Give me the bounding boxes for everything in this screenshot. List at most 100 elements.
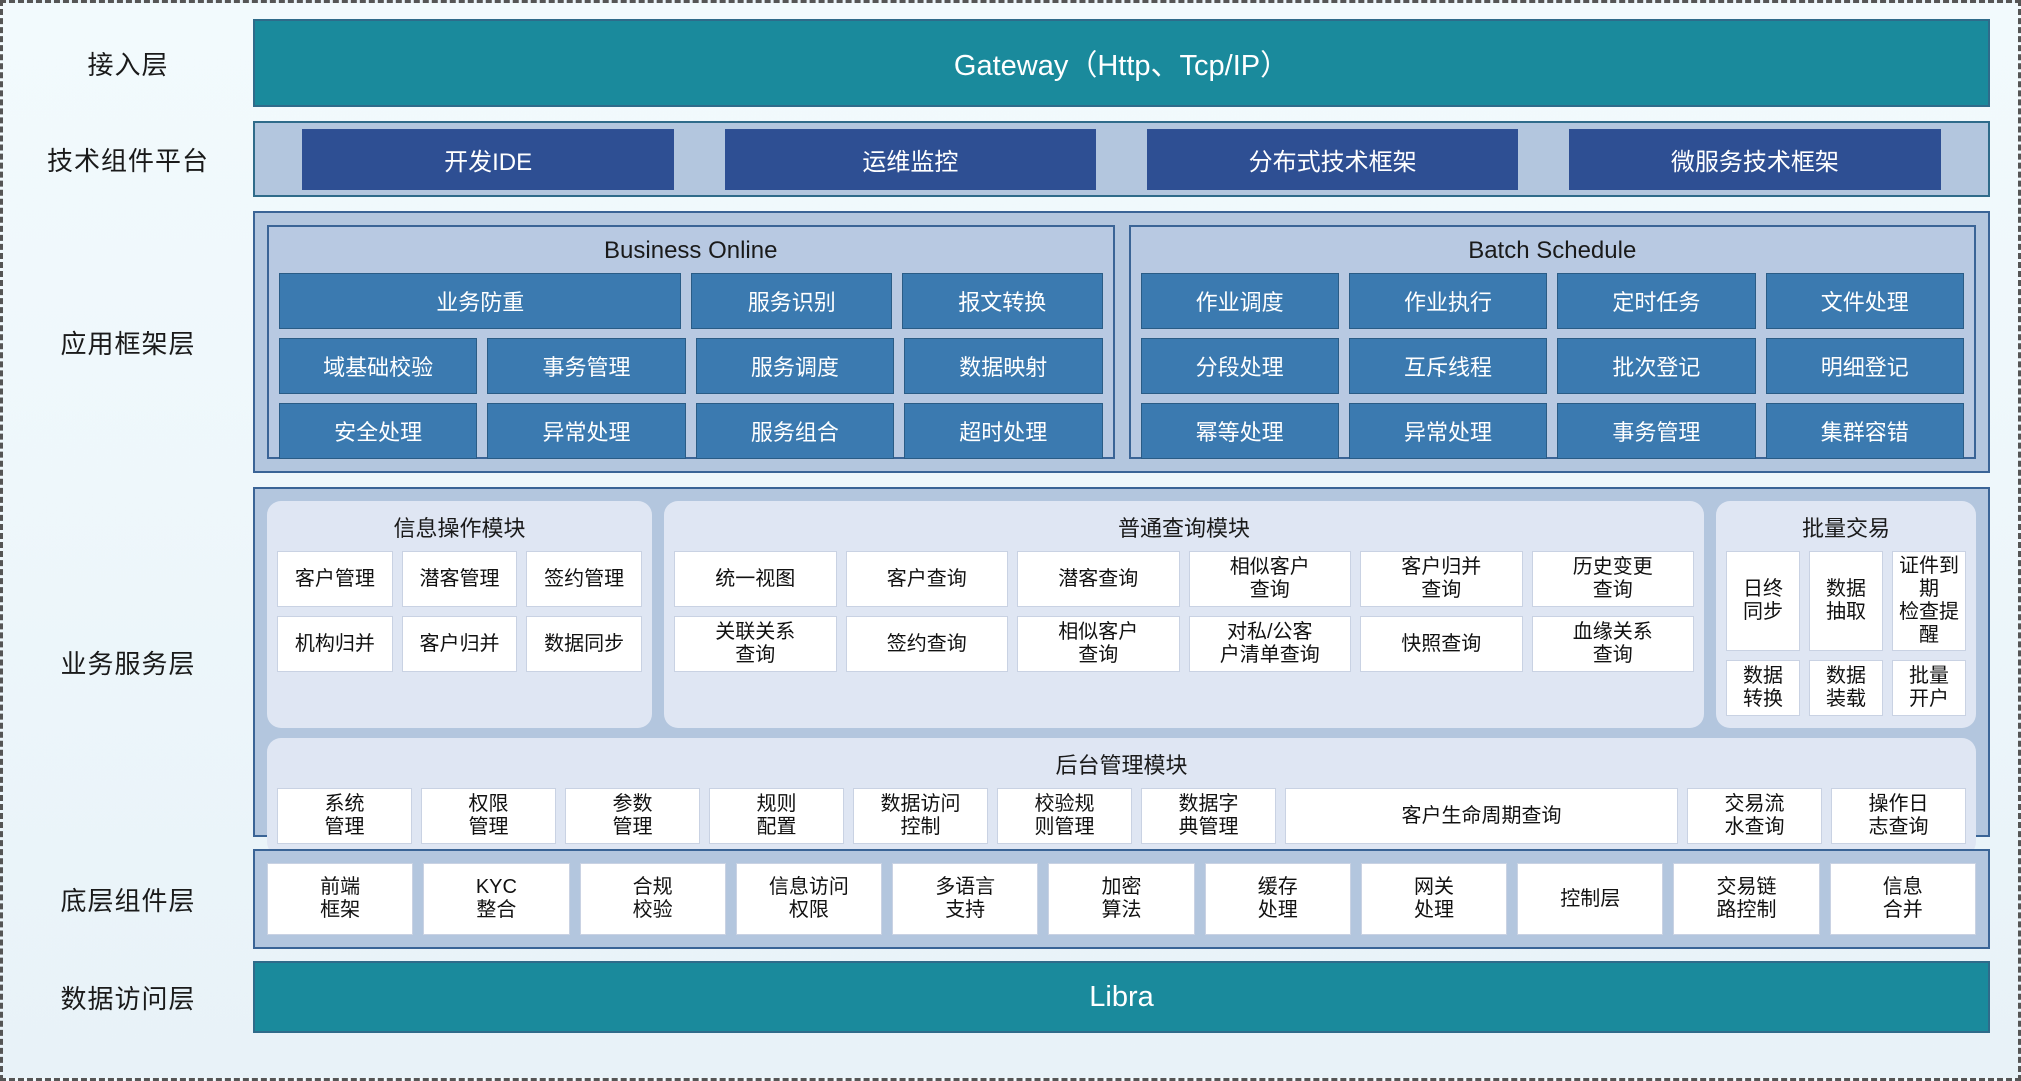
bs-cell-yichangchuli[interactable]: 异常处理 [1348, 403, 1548, 459]
cell-shujutongbu[interactable]: 数据同步 [526, 616, 643, 672]
cell-xinxihebing[interactable]: 信息合并 [1829, 863, 1976, 935]
cell-canshuguanli[interactable]: 参数管理 [565, 788, 700, 844]
cell-xueyuanguanxichaxun[interactable]: 血缘关系查询 [1531, 616, 1694, 672]
gateway-bar[interactable]: Gateway（Http、Tcp/IP） [253, 19, 1990, 107]
bo-cell-yichangchuli[interactable]: 异常处理 [487, 403, 686, 459]
cell-kehuchaxun[interactable]: 客户查询 [845, 551, 1008, 607]
tech-body: 开发IDE 运维监控 分布式技术框架 微服务技术框架 [253, 121, 2018, 197]
bo-cell-shiwuguanli[interactable]: 事务管理 [487, 338, 686, 394]
bs-row-3: 幂等处理 异常处理 事务管理 集群容错 [1140, 403, 1964, 459]
module-common-query: 普通查询模块 统一视图 客户查询 潜客查询 相似客户查询 客户归并查询 历史变更… [664, 501, 1704, 728]
tech-item-microservice[interactable]: 微服务技术框架 [1569, 128, 1941, 190]
layer-business-service: 业务服务层 信息操作模块 客户管理 潜客管理 签约管理 机构归并 [3, 487, 2018, 856]
cell-lishibiangengchaxun[interactable]: 历史变更查询 [1531, 551, 1694, 607]
layer-label-base-component: 底层组件层 [60, 885, 196, 916]
bo-cell-fuwuzuhe[interactable]: 服务组合 [695, 403, 895, 459]
cell-huancunchuli[interactable]: 缓存处理 [1204, 863, 1351, 935]
cell-caozuorizhichaxun[interactable]: 操作日志查询 [1831, 788, 1966, 844]
bo-row-1: 业务防重 服务识别 报文转换 [279, 273, 1103, 329]
query-row-2: 关联关系查询 签约查询 相似客户查询 对私/公客户清单查询 快照查询 血缘关系查… [674, 616, 1694, 672]
bs-cell-zuoyezhixing[interactable]: 作业执行 [1348, 273, 1548, 329]
cell-jiaoyiliushuichaxun[interactable]: 交易流水查询 [1687, 788, 1822, 844]
module-batch-transaction: 批量交易 日终同步 数据抽取 证件到期检查提醒 数据转换 数据装载 批量开户 [1716, 501, 1976, 728]
cell-tongyishitu[interactable]: 统一视图 [674, 551, 837, 607]
cell-qiankeguanli[interactable]: 潜客管理 [401, 551, 518, 607]
cell-kehuguibingchaxun[interactable]: 客户归并查询 [1360, 551, 1523, 607]
tech-item-distributed[interactable]: 分布式技术框架 [1146, 128, 1519, 190]
layer-data-access: 数据访问层 Libra [3, 961, 2018, 1033]
bo-cell-fuwushibie[interactable]: 服务识别 [691, 273, 892, 329]
module-admin: 后台管理模块 系统管理 权限管理 参数管理 规则配置 数据访问控制 校验规则管理… [267, 738, 1976, 856]
cell-duisigongkehuqingdanchaxun[interactable]: 对私/公客户清单查询 [1188, 616, 1351, 672]
cell-duoyuyanzhichi[interactable]: 多语言支持 [892, 863, 1039, 935]
module-title-info-operation: 信息操作模块 [393, 516, 526, 541]
cell-shujufangwenkongzhi[interactable]: 数据访问控制 [853, 788, 988, 844]
bo-cell-fuwudiaodu[interactable]: 服务调度 [695, 338, 895, 394]
cell-zhengjiandaoqijianchatixing[interactable]: 证件到期检查提醒 [1892, 551, 1966, 651]
cell-kehuguanli[interactable]: 客户管理 [277, 551, 393, 607]
cell-jiaoyilianlukongzhi[interactable]: 交易链路控制 [1673, 863, 1820, 935]
layer-app-framework: 应用框架层 Business Online 业务防重 服务识别 报文转换 域基础… [3, 211, 2018, 473]
cell-xinxifangwenquanxian[interactable]: 信息访问权限 [735, 863, 883, 935]
layer-label-data-access: 数据访问层 [60, 983, 196, 1014]
tech-item-ops[interactable]: 运维监控 [724, 128, 1097, 190]
cell-shujuzhuangzai[interactable]: 数据装载 [1809, 660, 1883, 716]
bs-cell-shiwuguanli[interactable]: 事务管理 [1557, 403, 1756, 459]
cell-qianyueguanli[interactable]: 签约管理 [526, 551, 643, 607]
cell-rizhongtongbu[interactable]: 日终同步 [1726, 551, 1800, 651]
layer-label-business-service: 业务服务层 [60, 648, 196, 679]
bs-cell-midengchuli[interactable]: 幂等处理 [1140, 403, 1339, 459]
app-framework-body: Business Online 业务防重 服务识别 报文转换 域基础校验 事务管… [253, 211, 2018, 473]
app-framework-panel: Business Online 业务防重 服务识别 报文转换 域基础校验 事务管… [253, 211, 1990, 473]
bs-cell-wenjianchuli[interactable]: 文件处理 [1765, 273, 1964, 329]
cell-piliangkaihu[interactable]: 批量开户 [1892, 660, 1966, 716]
tech-item-ide[interactable]: 开发IDE [302, 128, 674, 190]
cell-shujuzhuanhuan[interactable]: 数据转换 [1726, 660, 1800, 716]
bs-cell-dingshirenwu[interactable]: 定时任务 [1557, 273, 1756, 329]
bs-cell-fenduanchuli[interactable]: 分段处理 [1140, 338, 1339, 394]
bs-cell-jiqunrongcuo[interactable]: 集群容错 [1765, 403, 1964, 459]
cell-kongzhiceng[interactable]: 控制层 [1517, 863, 1664, 935]
bs-row-1: 作业调度 作业执行 定时任务 文件处理 [1140, 273, 1964, 329]
panel-business-online: Business Online 业务防重 服务识别 报文转换 域基础校验 事务管… [267, 225, 1115, 459]
libra-bar[interactable]: Libra [253, 961, 1990, 1033]
cell-qianyuechaxun[interactable]: 签约查询 [845, 616, 1008, 672]
cell-jiamisuanfa[interactable]: 加密算法 [1048, 863, 1195, 935]
bs-cell-mingxidengji[interactable]: 明细登记 [1765, 338, 1964, 394]
cell-kehuguibing[interactable]: 客户归并 [401, 616, 518, 672]
bs-cell-zuoyediaodu[interactable]: 作业调度 [1140, 273, 1339, 329]
module-row-top: 信息操作模块 客户管理 潜客管理 签约管理 机构归并 客户归并 数据同步 [267, 501, 1976, 728]
bo-cell-yewufangzhong[interactable]: 业务防重 [279, 273, 682, 329]
bo-cell-shujuyingshe[interactable]: 数据映射 [904, 338, 1103, 394]
cell-xiangsikehuchaxun-2[interactable]: 相似客户查询 [1017, 616, 1180, 672]
cell-quanxianguanli[interactable]: 权限管理 [421, 788, 556, 844]
cell-guanlianguanxichaxun[interactable]: 关联关系查询 [674, 616, 837, 672]
cell-shujuzidianguanli[interactable]: 数据字典管理 [1141, 788, 1276, 844]
data-access-body: Libra [253, 961, 2018, 1033]
cell-xiaoyanguizeguanli[interactable]: 校验规则管理 [997, 788, 1132, 844]
bo-cell-anquanchuli[interactable]: 安全处理 [279, 403, 478, 459]
bo-cell-yujichuxiaoyan[interactable]: 域基础校验 [279, 338, 478, 394]
panel-title-batch-schedule: Batch Schedule [1468, 237, 1637, 264]
cell-jigouguibing[interactable]: 机构归并 [277, 616, 393, 672]
cell-kuaizhaochaxun[interactable]: 快照查询 [1360, 616, 1523, 672]
bs-cell-huchixiancheng[interactable]: 互斥线程 [1348, 338, 1548, 394]
bo-cell-chaoshichuli[interactable]: 超时处理 [904, 403, 1103, 459]
cell-qiankechaxun[interactable]: 潜客查询 [1017, 551, 1180, 607]
cell-qianduankuangjia[interactable]: 前端框架 [267, 863, 414, 935]
bs-cell-picidengji[interactable]: 批次登记 [1557, 338, 1756, 394]
cell-xitongguanli[interactable]: 系统管理 [277, 788, 412, 844]
cell-shujuchouqu[interactable]: 数据抽取 [1809, 551, 1883, 651]
cell-wangguanchuli[interactable]: 网关处理 [1360, 863, 1508, 935]
cell-xiangsikehuchaxun[interactable]: 相似客户查询 [1188, 551, 1351, 607]
cell-heguixiaoyan[interactable]: 合规校验 [579, 863, 726, 935]
cell-kehushengmingzhouqichaxun[interactable]: 客户生命周期查询 [1285, 788, 1678, 844]
bo-cell-baowenzhuanhuan[interactable]: 报文转换 [901, 273, 1103, 329]
tech-band: 开发IDE 运维监控 分布式技术框架 微服务技术框架 [253, 121, 1990, 197]
batch-row-1: 日终同步 数据抽取 证件到期检查提醒 [1726, 551, 1966, 651]
cell-guizepeizhi[interactable]: 规则配置 [709, 788, 844, 844]
